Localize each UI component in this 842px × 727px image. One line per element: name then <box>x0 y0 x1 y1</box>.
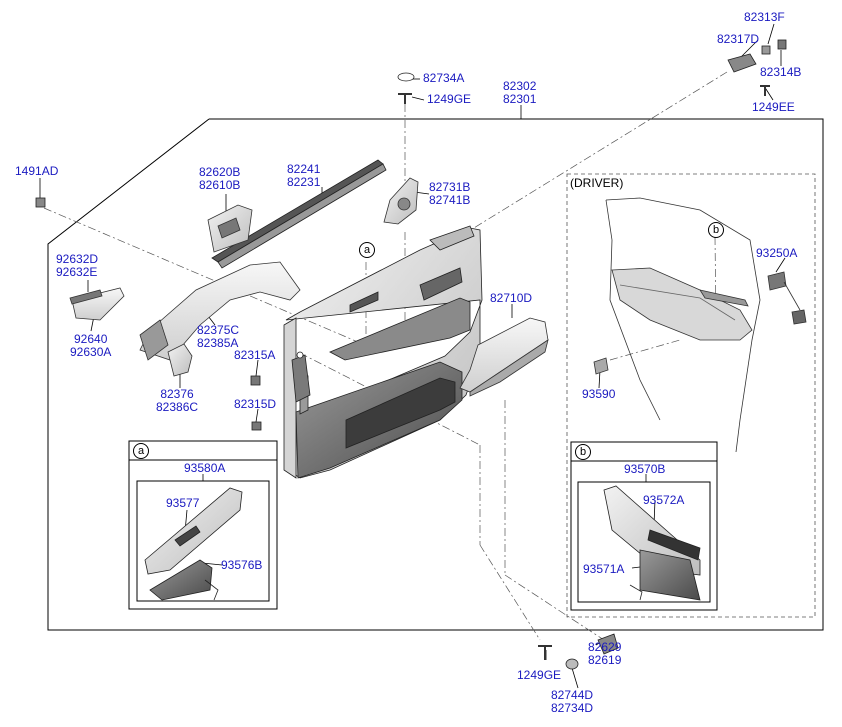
part-label-82317D[interactable]: 82317D <box>717 32 760 46</box>
part-label-82741B: 82741B <box>429 193 471 207</box>
pull-handle-82375C <box>139 261 301 361</box>
main-frame <box>47 118 824 631</box>
belt-molding-82241 <box>211 159 387 269</box>
part-label-82375C: 82375C <box>197 323 240 337</box>
part-label-93576B[interactable]: 93576B <box>221 558 263 572</box>
clips <box>35 39 787 670</box>
part-label-82731B: 82731B <box>429 180 471 194</box>
part-label-92640: 92640 <box>74 332 108 346</box>
part-label-82744D: 82744D <box>551 688 594 702</box>
part-label-82375C-82385A[interactable]: 82375C 82385A <box>197 324 239 350</box>
part-label-82302: 82302 <box>503 79 537 93</box>
part-label-82731B-82741B[interactable]: 82731B 82741B <box>429 181 470 207</box>
part-label-82744D-82734D[interactable]: 82744D 82734D <box>551 689 593 715</box>
switch-a <box>144 487 243 601</box>
part-label-1491AD[interactable]: 1491AD <box>15 164 59 178</box>
driver-title: (DRIVER) <box>570 176 624 190</box>
callout-a-box: a <box>133 443 149 459</box>
part-label-82386C: 82386C <box>156 400 199 414</box>
callout-b-driver[interactable]: b <box>708 222 724 238</box>
tweeter-82731B <box>383 177 419 225</box>
part-label-92630A: 92630A <box>70 345 112 359</box>
part-label-93577[interactable]: 93577 <box>166 496 200 510</box>
part-label-1249GE-bottom[interactable]: 1249GE <box>517 668 562 682</box>
part-label-82710D[interactable]: 82710D <box>490 291 533 305</box>
part-label-82619: 82619 <box>588 653 622 667</box>
socket-93590 <box>593 357 609 375</box>
part-label-82314B[interactable]: 82314B <box>760 65 802 79</box>
handle-82376 <box>167 343 193 377</box>
part-label-82315D[interactable]: 82315D <box>234 397 277 411</box>
window-motor-93250A <box>767 271 807 325</box>
part-label-82376: 82376 <box>160 387 194 401</box>
part-label-1249EE[interactable]: 1249EE <box>752 100 795 114</box>
part-label-93572A[interactable]: 93572A <box>643 493 685 507</box>
driver-box <box>566 173 816 618</box>
door-trim-panel <box>283 225 483 479</box>
part-label-82629-82619[interactable]: 82629 82619 <box>588 641 621 667</box>
part-label-82620B: 82620B <box>199 165 241 179</box>
part-label-82302-82301[interactable]: 82302 82301 <box>503 80 536 106</box>
detail-box-b <box>570 441 718 611</box>
armrest-82710D <box>459 317 549 397</box>
part-label-82734A[interactable]: 82734A <box>423 71 465 85</box>
part-label-82610B: 82610B <box>199 178 241 192</box>
part-label-82231: 82231 <box>287 175 321 189</box>
part-label-82241: 82241 <box>287 162 321 176</box>
part-label-92632D: 92632D <box>56 252 99 266</box>
part-label-82629: 82629 <box>588 640 622 654</box>
part-label-93580A[interactable]: 93580A <box>184 461 226 475</box>
part-label-82376-82386C[interactable]: 82376 82386C <box>156 388 198 414</box>
part-label-82241-82231[interactable]: 82241 82231 <box>287 163 320 189</box>
part-label-92640-92630A[interactable]: 92640 92630A <box>70 333 111 359</box>
switch-b <box>603 485 701 601</box>
lamp-92632D <box>69 287 125 321</box>
callout-a-main[interactable]: a <box>359 242 375 258</box>
part-label-92632E: 92632E <box>56 265 98 279</box>
part-label-82313F[interactable]: 82313F <box>744 10 785 24</box>
part-label-93571A[interactable]: 93571A <box>583 562 625 576</box>
part-label-82315A[interactable]: 82315A <box>234 348 276 362</box>
callout-b-box: b <box>575 444 591 460</box>
part-label-93590[interactable]: 93590 <box>582 387 616 401</box>
part-label-82301: 82301 <box>503 92 537 106</box>
part-label-1249GE-top[interactable]: 1249GE <box>427 92 472 106</box>
mirror-cover-82620B <box>207 204 253 253</box>
part-label-93250A[interactable]: 93250A <box>756 246 798 260</box>
part-label-92632D-92632E[interactable]: 92632D 92632E <box>56 253 98 279</box>
driver-panel <box>605 197 761 453</box>
part-label-82620B-82610B[interactable]: 82620B 82610B <box>199 166 240 192</box>
part-label-82734D: 82734D <box>551 701 594 715</box>
part-label-82385A: 82385A <box>197 336 239 350</box>
part-label-93570B[interactable]: 93570B <box>624 462 666 476</box>
